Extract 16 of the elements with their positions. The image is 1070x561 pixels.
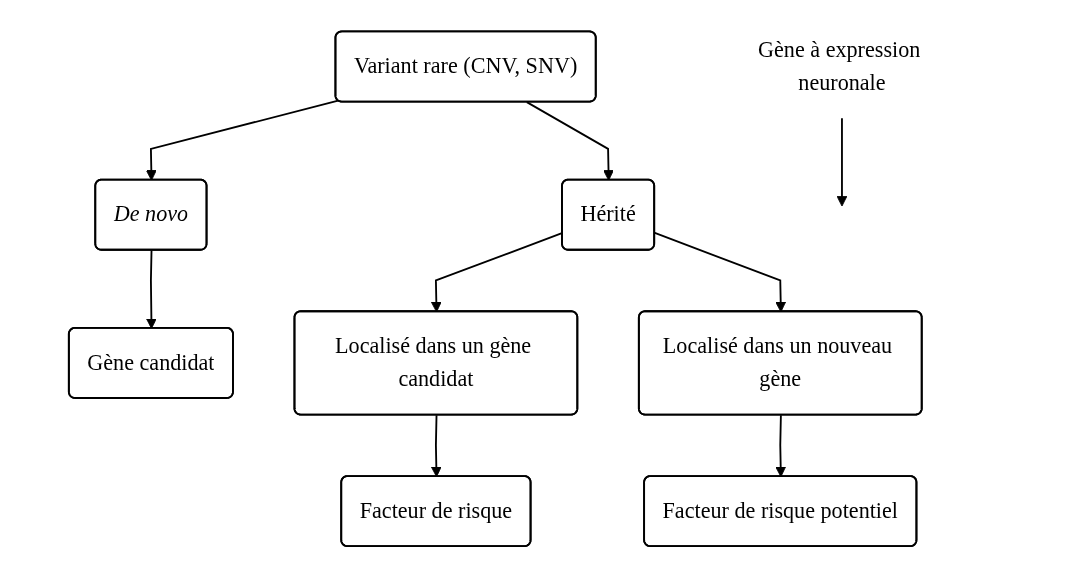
arrow	[774, 414, 786, 478]
arrow	[145, 99, 339, 181]
annotation-text: Gène à expression neuronale	[757, 37, 920, 95]
arrow	[145, 249, 157, 329]
arrow	[653, 232, 786, 313]
rounded-box: De novo	[94, 178, 208, 251]
rounded-box: Localisé dans un nouveau gène	[637, 310, 923, 416]
rounded-box: Variant rare (CNV, SNV)	[334, 30, 597, 103]
rounded-box: Facteur de risque potentiel	[642, 475, 917, 548]
rounded-box: Hérité	[560, 178, 655, 251]
rounded-box: Facteur de risque	[339, 475, 532, 548]
rounded-box: Gène candidat	[67, 326, 234, 399]
arrow	[836, 117, 848, 207]
arrow	[525, 101, 614, 181]
rounded-box: Localisé dans un gène candidat	[293, 310, 578, 416]
arrow	[430, 414, 442, 478]
